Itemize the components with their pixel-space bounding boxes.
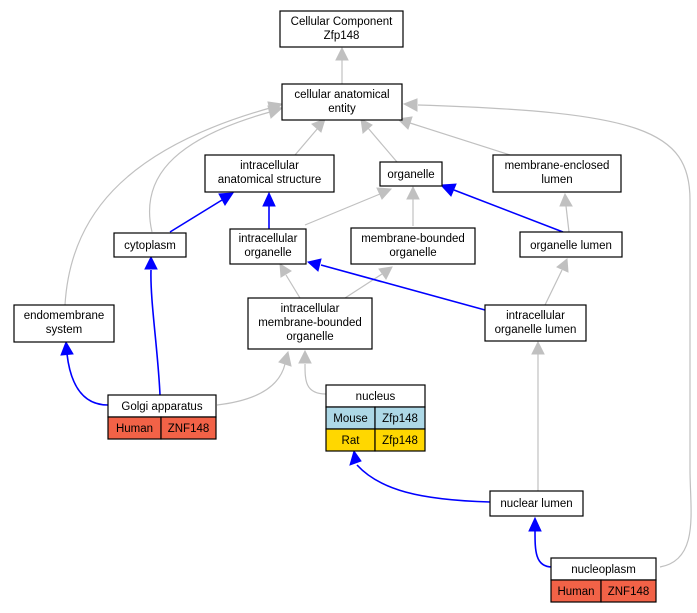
edge-cytoplasm-to-ias[interactable]	[169, 199, 223, 233]
node-label: anatomical structure	[218, 174, 322, 186]
edge-iol-to-io[interactable]	[320, 264, 486, 311]
node-label: intracellular	[240, 160, 299, 172]
node-endomembrane-system[interactable]: endomembrane system	[13, 304, 115, 343]
gene-label: Zfp148	[382, 413, 418, 425]
node-label: system	[46, 324, 82, 336]
node-label: entity	[328, 103, 356, 115]
node-label: Cellular Component	[291, 16, 393, 28]
gene-label: Zfp148	[382, 435, 418, 447]
node-label: organelle	[389, 247, 436, 259]
edge-golgi-to-endo[interactable]	[66, 353, 109, 406]
gene-cell	[374, 428, 426, 452]
node-label: intracellular	[506, 310, 565, 322]
edge-endo-to-cae	[64, 107, 271, 306]
edge-golgi-to-imbo	[216, 363, 286, 406]
arrowhead	[531, 340, 545, 355]
arrowhead	[298, 349, 312, 364]
node-label: nucleus	[356, 391, 396, 403]
node-label: organelle lumen	[530, 240, 612, 252]
edge-imbo-to-mbo	[344, 273, 383, 299]
arrowhead	[376, 187, 393, 200]
edge-np-to-cae	[417, 104, 692, 568]
arrowhead	[528, 516, 542, 532]
arrowhead	[406, 185, 420, 200]
edge-organelle-to-cae	[367, 127, 398, 163]
gene-cell	[160, 416, 217, 440]
node-organelle-lumen[interactable]: organelle lumen	[519, 231, 623, 258]
node-nucleoplasm[interactable]: nucleoplasm Human ZNF148	[550, 557, 657, 603]
node-label: intracellular	[239, 233, 298, 245]
node-cytoplasm[interactable]: cytoplasm	[113, 232, 187, 258]
edge-nl-to-nucleus[interactable]	[356, 464, 491, 503]
node-label: intracellular	[281, 303, 340, 315]
arrowhead	[439, 183, 457, 197]
node-label: membrane-bounded	[258, 317, 362, 329]
species-label: Human	[116, 423, 153, 435]
edge-nucleus-to-imbo	[304, 363, 327, 395]
species-label: Mouse	[333, 413, 368, 425]
node-label: nuclear lumen	[500, 498, 572, 510]
arrowhead	[278, 350, 292, 367]
node-label: nucleoplasm	[571, 564, 636, 576]
node-intracellular-membrane-bounded-organelle[interactable]: intracellular membrane-bounded organelle	[247, 297, 373, 350]
arrowhead	[559, 192, 573, 207]
edge-ol-to-organelle[interactable]	[453, 189, 564, 233]
node-cellular-anatomical-entity[interactable]: cellular anatomical entity	[281, 83, 403, 121]
gene-label: ZNF148	[608, 586, 650, 598]
arrowhead	[218, 192, 234, 206]
node-intracellular-organelle-lumen[interactable]: intracellular organelle lumen	[484, 304, 587, 342]
node-label: organelle	[286, 331, 333, 343]
arrowhead	[279, 263, 292, 278]
arrowhead	[335, 46, 349, 61]
arrowhead	[311, 118, 326, 133]
node-label: organelle	[244, 247, 291, 259]
gene-cell	[600, 579, 657, 603]
arrowhead	[144, 255, 158, 270]
arrowhead	[402, 98, 418, 112]
arrowhead	[349, 449, 362, 466]
species-label: Rat	[342, 435, 361, 447]
node-label: cellular anatomical	[294, 89, 389, 101]
edge-imbo-to-io	[285, 274, 301, 299]
edge-cytoplasm-to-cae	[148, 111, 271, 233]
edge-mel-to-cae	[409, 122, 511, 156]
arrowhead	[262, 191, 276, 207]
node-label: endomembrane	[24, 310, 105, 322]
edge-iol-to-ol	[544, 269, 563, 306]
node-label: organelle lumen	[495, 324, 577, 336]
node-label: lumen	[541, 174, 572, 186]
node-intracellular-anatomical-structure[interactable]: intracellular anatomical structure	[204, 154, 335, 193]
edge-ias-to-cae	[294, 127, 319, 156]
node-cellular-component[interactable]: Cellular Component Zfp148	[279, 10, 404, 48]
gene-label: ZNF148	[168, 423, 210, 435]
node-label: Golgi apparatus	[121, 401, 202, 413]
node-golgi-apparatus[interactable]: Golgi apparatus Human ZNF148	[107, 394, 217, 440]
species-label: Human	[557, 586, 594, 598]
node-nucleus[interactable]: nucleus Mouse Zfp148 Rat Zfp148	[325, 384, 426, 452]
node-label: cytoplasm	[124, 240, 176, 252]
node-membrane-bounded-organelle[interactable]: membrane-bounded organelle	[350, 227, 476, 265]
node-intracellular-organelle[interactable]: intracellular organelle	[229, 228, 307, 265]
arrowhead	[306, 258, 322, 272]
node-membrane-enclosed-lumen[interactable]: membrane-enclosed lumen	[492, 154, 622, 193]
arrowhead	[360, 118, 373, 134]
arrowhead	[556, 258, 569, 273]
edge-io-to-organelle	[304, 193, 381, 226]
arrowhead	[60, 340, 74, 356]
node-label: Zfp148	[324, 30, 360, 42]
node-nuclear-lumen[interactable]: nuclear lumen	[489, 490, 584, 517]
node-label: membrane-bounded	[361, 233, 465, 245]
arrowhead	[267, 101, 284, 115]
edge-ol-to-mel	[565, 205, 570, 233]
arrowhead	[378, 266, 393, 280]
node-organelle[interactable]: organelle	[379, 161, 443, 187]
edge-golgi-to-cytoplasm[interactable]	[150, 269, 161, 396]
node-label: membrane-enclosed	[505, 160, 610, 172]
node-label: organelle	[387, 169, 434, 181]
edge-np-to-nl[interactable]	[534, 530, 553, 568]
